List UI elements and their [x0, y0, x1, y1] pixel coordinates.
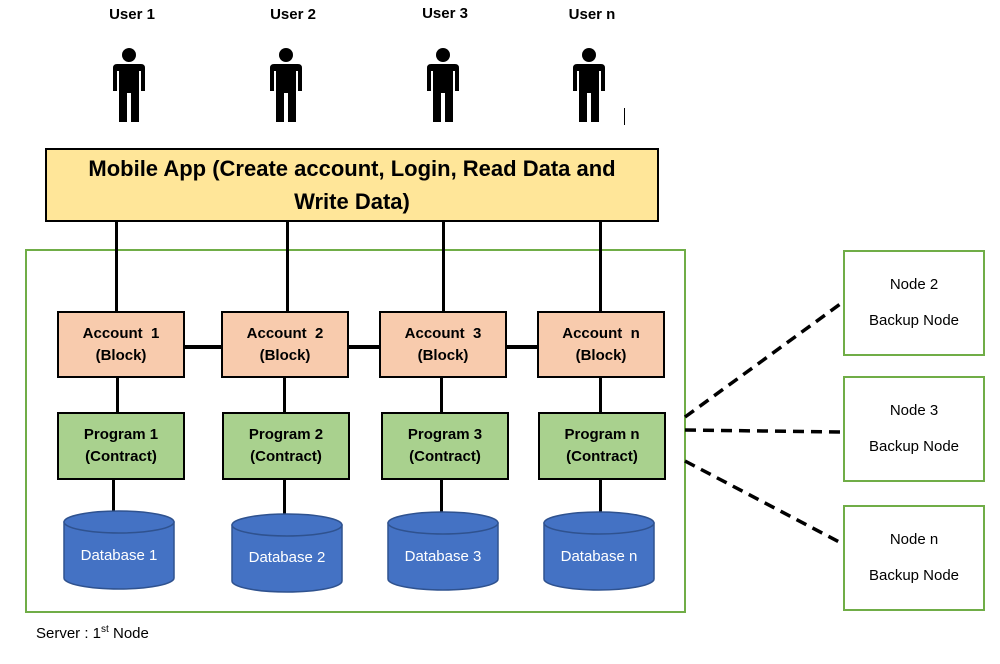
server-caption-suffix: Node — [108, 625, 149, 642]
account-block-3: Account 3 (Block) — [379, 311, 507, 378]
user-label-1: User 1 — [109, 6, 155, 23]
node-role: Backup Node — [868, 312, 960, 329]
account-name: Account 3 — [404, 324, 482, 342]
program-contract-n: Program n (Contract) — [538, 412, 666, 480]
account-type: (Block) — [259, 346, 311, 364]
person-icon — [270, 48, 302, 122]
program-name: Program 1 — [83, 426, 159, 443]
user-label-3: User 3 — [422, 5, 468, 22]
account-block-2: Account 2 (Block) — [221, 311, 349, 378]
node-name: Node 2 — [889, 276, 939, 293]
chain-link — [349, 345, 379, 349]
program-contract-2: Program 2 (Contract) — [222, 412, 350, 480]
backup-node-n: Node n Backup Node — [843, 505, 985, 611]
database-cylinder-icon — [231, 513, 343, 593]
user-label-2: User 2 — [270, 6, 316, 23]
account-block-1: Account 1 (Block) — [57, 311, 185, 378]
dashed-link-node-3 — [684, 428, 844, 434]
user-label-n: User n — [568, 6, 616, 23]
connector-line — [116, 377, 119, 413]
chain-link — [506, 345, 538, 349]
program-name: Program 2 — [248, 426, 324, 443]
node-name: Node n — [889, 531, 939, 548]
chain-link — [184, 345, 221, 349]
connector-line — [599, 479, 602, 514]
connector-line — [283, 377, 286, 413]
connector-line — [440, 377, 443, 413]
database-cylinder-icon — [63, 510, 175, 590]
mobile-app-title-line1: Mobile App (Create account, Login, Read … — [88, 156, 616, 181]
program-type: (Contract) — [566, 448, 638, 465]
account-name: Account 2 — [246, 324, 324, 342]
account-name: Account 1 — [82, 324, 160, 342]
person-icon — [427, 48, 459, 122]
database-label: Database 2 — [248, 549, 326, 566]
account-type: (Block) — [575, 346, 627, 364]
account-type: (Block) — [417, 346, 469, 364]
person-icon — [573, 48, 605, 122]
account-name: Account n — [562, 324, 640, 342]
server-caption: Server : 1st Node — [36, 624, 149, 642]
program-type: (Contract) — [250, 448, 322, 465]
mobile-app-box: Mobile App (Create account, Login, Read … — [45, 148, 659, 222]
account-type: (Block) — [95, 346, 147, 364]
database-label: Database 1 — [80, 547, 158, 564]
connector-line — [599, 222, 602, 312]
connector-line — [286, 222, 289, 312]
program-name: Program n — [564, 426, 640, 443]
backup-node-2: Node 2 Backup Node — [843, 250, 985, 356]
node-name: Node 3 — [889, 402, 939, 419]
program-contract-3: Program 3 (Contract) — [381, 412, 509, 480]
node-role: Backup Node — [868, 567, 960, 584]
program-name: Program 3 — [407, 426, 483, 443]
connector-line — [599, 377, 602, 413]
mobile-app-title-line2: Write Data) — [294, 189, 410, 214]
database-label: Database n — [560, 548, 638, 565]
program-type: (Contract) — [409, 448, 481, 465]
node-role: Backup Node — [868, 438, 960, 455]
dashed-link-node-n — [684, 459, 844, 546]
connector-line — [442, 222, 445, 312]
text-cursor — [624, 108, 625, 125]
connector-line — [112, 479, 115, 513]
database-cylinder-icon — [543, 511, 655, 591]
connector-line — [440, 479, 443, 514]
database-label: Database 3 — [404, 548, 482, 565]
server-caption-sup: st — [101, 624, 109, 635]
database-cylinder-icon — [387, 511, 499, 591]
connector-line — [115, 222, 118, 312]
backup-node-3: Node 3 Backup Node — [843, 376, 985, 482]
program-contract-1: Program 1 (Contract) — [57, 412, 185, 480]
connector-line — [283, 479, 286, 515]
person-icon — [113, 48, 145, 122]
account-block-n: Account n (Block) — [537, 311, 665, 378]
server-caption-prefix: Server : 1 — [36, 625, 102, 642]
program-type: (Contract) — [85, 448, 157, 465]
dashed-link-node-2 — [683, 300, 845, 419]
replication-links — [683, 300, 845, 546]
